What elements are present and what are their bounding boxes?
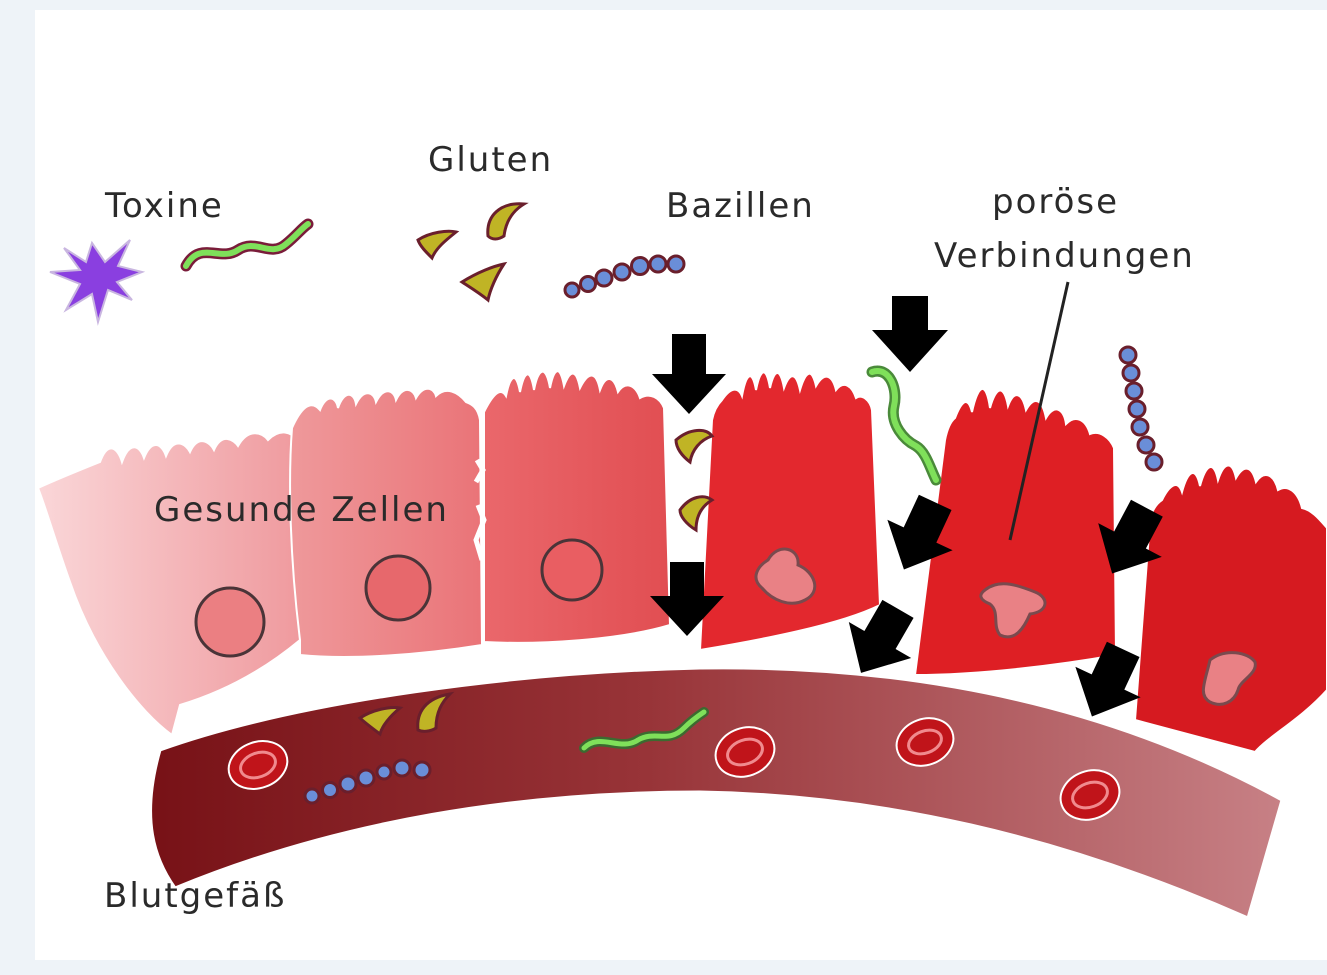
cell-damaged-5 [915, 389, 1116, 675]
cell-healthy-3 [484, 371, 670, 643]
label-gluten: Gluten [428, 140, 553, 180]
label-toxine: Toxine [105, 186, 224, 226]
cell-damaged-4 [700, 372, 880, 650]
cell-healthy-1 [38, 432, 300, 735]
label-blutgefaess: Blutgefäß [104, 876, 286, 916]
label-verbindungen: Verbindungen [934, 236, 1195, 276]
cell-damaged-6 [1135, 465, 1327, 752]
label-gesunde-zellen: Gesunde Zellen [154, 490, 449, 530]
label-poroese: poröse [992, 182, 1119, 222]
label-bazillen: Bazillen [666, 186, 815, 226]
toxin-icon [50, 240, 142, 322]
